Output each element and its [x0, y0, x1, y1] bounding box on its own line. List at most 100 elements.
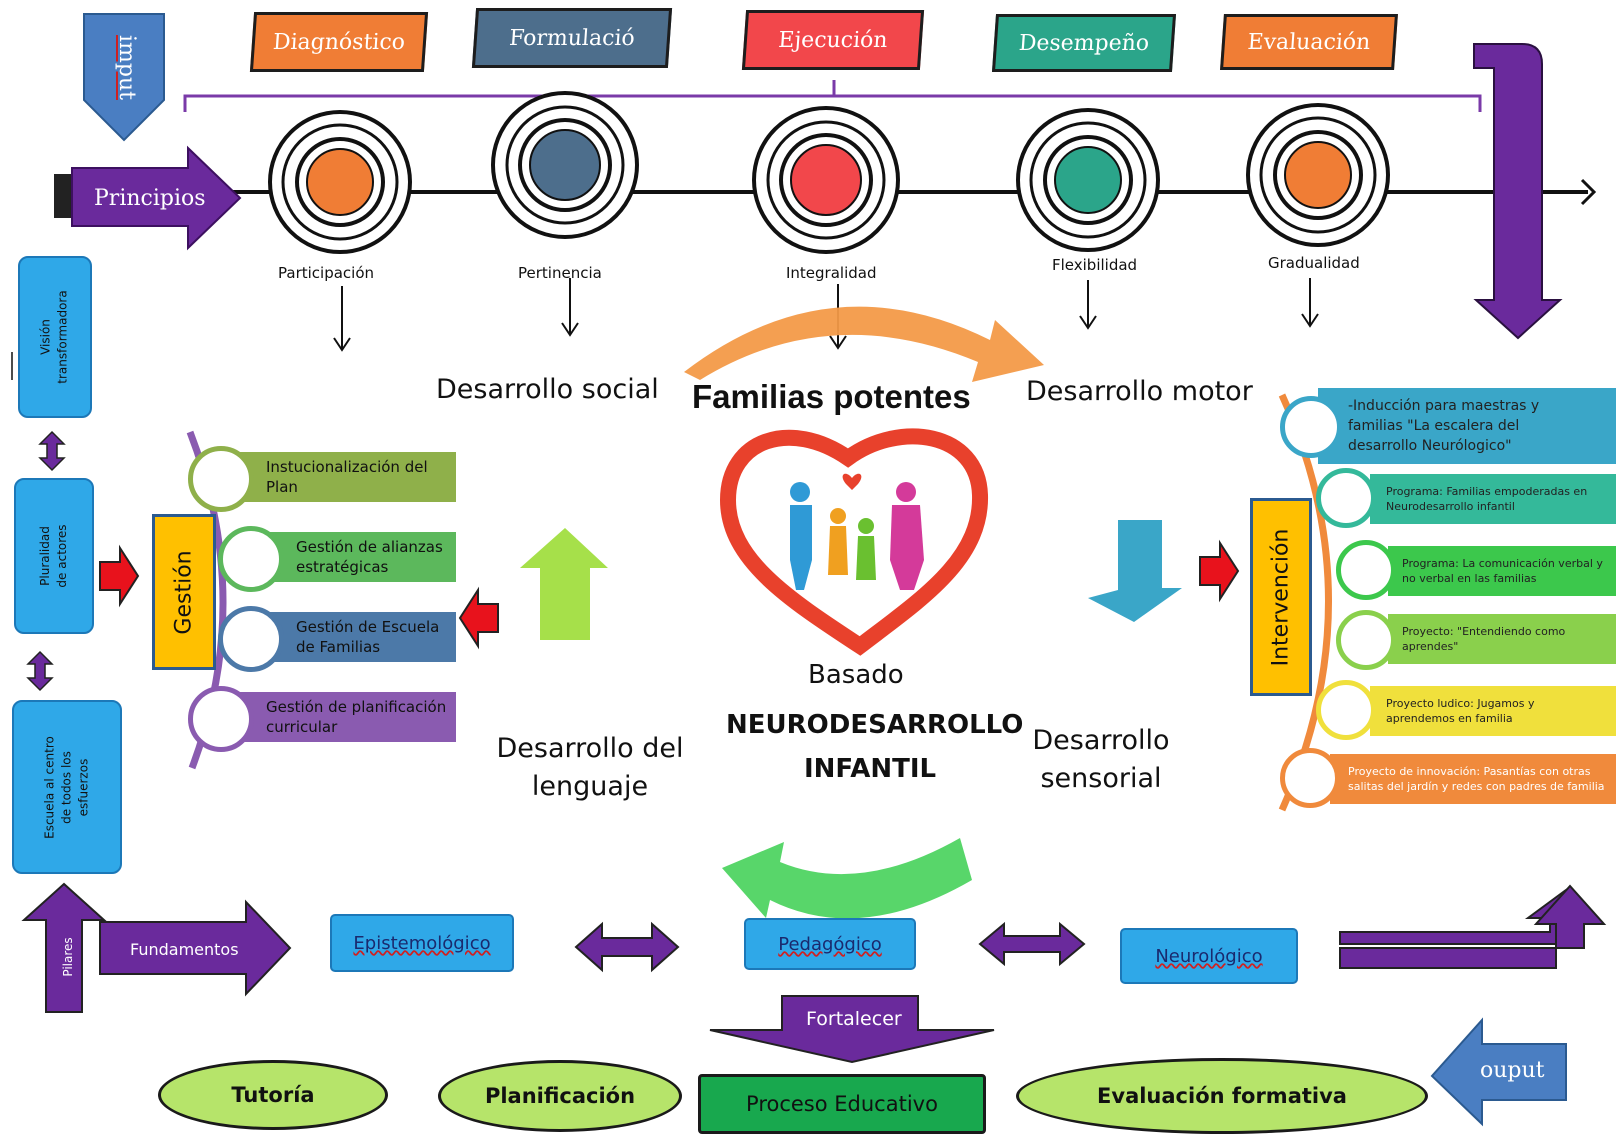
fundamentos-arrow — [99, 899, 292, 997]
phase-evaluacion: Evaluación — [1220, 14, 1398, 70]
intervencion-circle-6 — [1280, 748, 1340, 808]
evaluacion-formativa-ellipse: Evaluación formativa — [1016, 1058, 1428, 1134]
proceso-educativo-box: Proceso Educativo — [698, 1074, 986, 1134]
principle-gradualidad: Gradualidad — [1268, 254, 1360, 272]
red-arrow-left-boxes — [99, 544, 140, 608]
intervencion-item-comunicacion: Programa: La comunicación verbal y no ve… — [1388, 546, 1616, 596]
intervencion-item-label: Programa: La comunicación verbal y no ve… — [1402, 557, 1603, 585]
gestion-item-label: Gestión de planificación curricular — [266, 698, 447, 736]
pilares-arrow — [21, 882, 107, 1013]
principle-pertinencia: Pertinencia — [518, 264, 602, 282]
output-arrow — [1430, 1017, 1567, 1127]
ring-flexibilidad — [1016, 108, 1160, 252]
principios-label: Principios — [94, 186, 206, 211]
gestion-title-box: Gestión — [152, 514, 216, 670]
phase-label: Ejecución — [777, 27, 889, 53]
ring-gradualidad — [1246, 103, 1390, 247]
ellipse-label: Evaluación formativa — [1097, 1084, 1347, 1108]
input-label: imput — [114, 35, 139, 100]
intervencion-item-familias-empoderadas: Programa: Familias empoderadas en Neurod… — [1370, 474, 1616, 524]
gestion-item-planificacion: Gestión de planificación curricular — [240, 692, 456, 742]
familias-potentes-title: Familias potentes — [692, 378, 971, 415]
intervencion-circle-4 — [1336, 610, 1396, 670]
desarrollo-sensorial: Desarrollo sensorial — [1032, 725, 1170, 794]
intervencion-circle-3 — [1336, 540, 1396, 600]
gestion-circle-3 — [218, 606, 284, 672]
double-arrow-2 — [978, 921, 1086, 967]
planificacion-ellipse: Planificación — [438, 1060, 682, 1132]
output-label: ouput — [1480, 1058, 1545, 1083]
box-label: Visión transformadora — [39, 290, 71, 384]
tutoria-ellipse: Tutoría — [158, 1060, 388, 1130]
intervencion-item-label: Proyecto: "Entendiendo como aprendes" — [1402, 625, 1566, 653]
phase-ejecucion: Ejecución — [741, 10, 925, 70]
pill-label: Pedagógico — [778, 933, 882, 955]
principle-down-arrows — [333, 278, 1319, 352]
infantil-label: INFANTIL — [804, 754, 937, 784]
left-double-arrows — [26, 430, 66, 692]
box-label: Pluralidad de actores — [38, 524, 69, 588]
phase-label: Evaluación — [1246, 29, 1372, 55]
intervencion-item-label: Programa: Familias empoderadas en Neurod… — [1386, 485, 1588, 513]
pill-pedagogico: Pedagógico — [744, 918, 916, 970]
input-arrow — [83, 13, 165, 142]
red-arrow-gestion — [458, 586, 499, 650]
gestion-circle-2 — [218, 526, 284, 592]
pill-epistemologico: Epistemológico — [330, 914, 514, 972]
basado-label: Basado — [808, 660, 904, 690]
fortalecer-arrow — [709, 995, 995, 1064]
gestion-title: Gestión — [171, 549, 197, 635]
ring-integralidad — [752, 106, 900, 254]
phase-diagnostico: Diagnóstico — [249, 12, 429, 72]
ring-pertinencia — [491, 91, 639, 239]
intervencion-title-box: Intervención — [1250, 498, 1312, 696]
gestion-item-label: Gestión de Escuela de Familias — [296, 618, 440, 656]
desarrollo-motor: Desarrollo motor — [1026, 376, 1253, 407]
intervencion-circle-5 — [1316, 680, 1376, 740]
gestion-circle-1 — [188, 446, 254, 512]
principle-integralidad: Integralidad — [786, 264, 877, 282]
gestion-item-label: Gestión de alianzas estratégicas — [296, 538, 443, 576]
family-heart-logo — [719, 428, 989, 656]
gestion-item-label: Instucionalización del Plan — [266, 458, 428, 496]
box-label: Proceso Educativo — [746, 1092, 938, 1116]
principle-participacion: Participación — [278, 264, 375, 282]
intervencion-item-label: -Inducción para maestras y familias "La … — [1348, 398, 1540, 454]
fortalecer-label: Fortalecer — [806, 1008, 902, 1030]
phase-label: Diagnóstico — [272, 29, 406, 55]
gestion-item-alianzas: Gestión de alianzas estratégicas — [270, 532, 456, 582]
intervencion-item-jugamos: Proyecto ludico: Jugamos y aprendemos en… — [1370, 686, 1616, 736]
red-arrow-intervencion — [1199, 539, 1240, 603]
intervencion-title: Intervención — [1268, 528, 1294, 666]
intervencion-item-induccion: -Inducción para maestras y familias "La … — [1318, 388, 1616, 464]
box-label: Escuela al centro de todos los esfuerzos — [42, 735, 91, 839]
green-curved-arrow — [722, 838, 972, 919]
intervencion-item-entendiendo: Proyecto: "Entendiendo como aprendes" — [1388, 614, 1616, 664]
output-elbow-arrow-body — [1339, 884, 1607, 969]
double-arrow-1 — [574, 921, 680, 973]
ring-participacion — [268, 110, 412, 254]
box-vision-transformadora: Visión transformadora — [18, 256, 92, 418]
orange-curved-arrow — [684, 306, 1044, 382]
intervencion-item-label: Proyecto de innovación: Pasantías con ot… — [1348, 765, 1605, 793]
principios-arrow — [71, 145, 242, 251]
box-escuela-centro: Escuela al centro de todos los esfuerzos — [12, 700, 122, 874]
gestion-circle-4 — [188, 686, 254, 752]
principios-arrow-tail — [54, 174, 74, 218]
right-elbow-arrow — [1473, 43, 1563, 340]
principle-flexibilidad: Flexibilidad — [1052, 256, 1138, 274]
phase-desempeno: Desempeño — [991, 14, 1177, 72]
intervencion-item-label: Proyecto ludico: Jugamos y aprendemos en… — [1386, 697, 1535, 725]
pill-label: Epistemológico — [353, 932, 491, 954]
desarrollo-social: Desarrollo social — [436, 374, 659, 405]
timeline-arrowhead — [1580, 178, 1597, 206]
pilares-label: Pilares — [61, 937, 75, 977]
intervencion-item-pasantias: Proyecto de innovación: Pasantías con ot… — [1330, 754, 1616, 804]
phase-label: Desempeño — [1017, 30, 1151, 56]
gestion-item-escuela-familias: Gestión de Escuela de Familias — [270, 612, 456, 662]
ellipse-label: Tutoría — [231, 1083, 315, 1107]
pill-neurologico: Neurológico — [1120, 928, 1298, 984]
neurodesarrollo-label: NEURODESARROLLO — [726, 710, 1024, 740]
desarrollo-lenguaje: Desarrollo del lenguaje — [496, 733, 684, 802]
